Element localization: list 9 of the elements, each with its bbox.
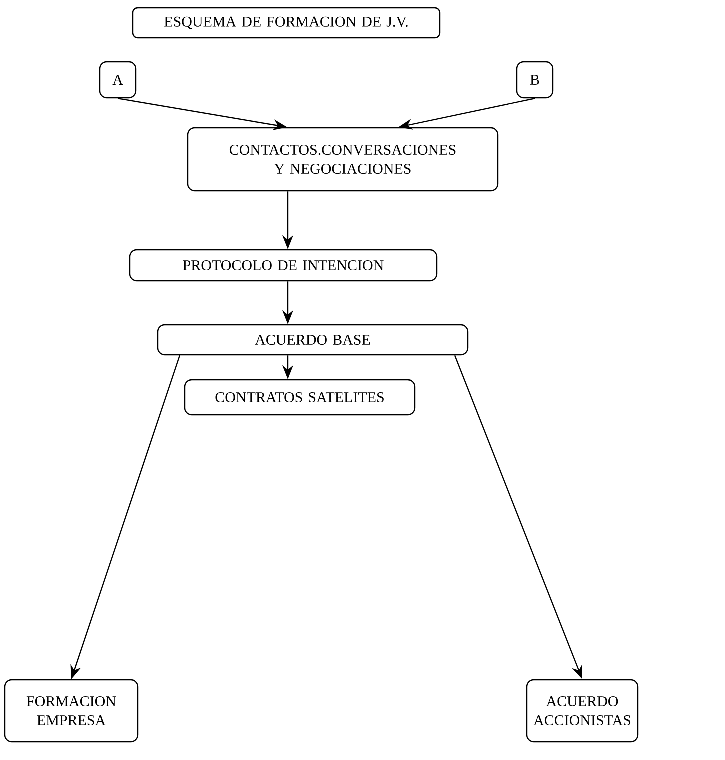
process-box: A xyxy=(99,61,137,99)
process-box: CONTRATOS SATELITES xyxy=(184,379,416,416)
process-box: B xyxy=(516,61,554,99)
process-box: FORMACION EMPRESA xyxy=(4,679,139,743)
title-box: ESQUEMA DE FORMACION DE J.V. xyxy=(132,7,441,39)
process-box: CONTACTOS.CONVERSACIONES Y NEGOCIACIONES xyxy=(187,127,499,192)
process-box: ACUERDO ACCIONISTAS xyxy=(526,679,639,743)
process-box: PROTOCOLO DE INTENCION xyxy=(129,249,438,282)
process-box: ACUERDO BASE xyxy=(157,324,469,356)
